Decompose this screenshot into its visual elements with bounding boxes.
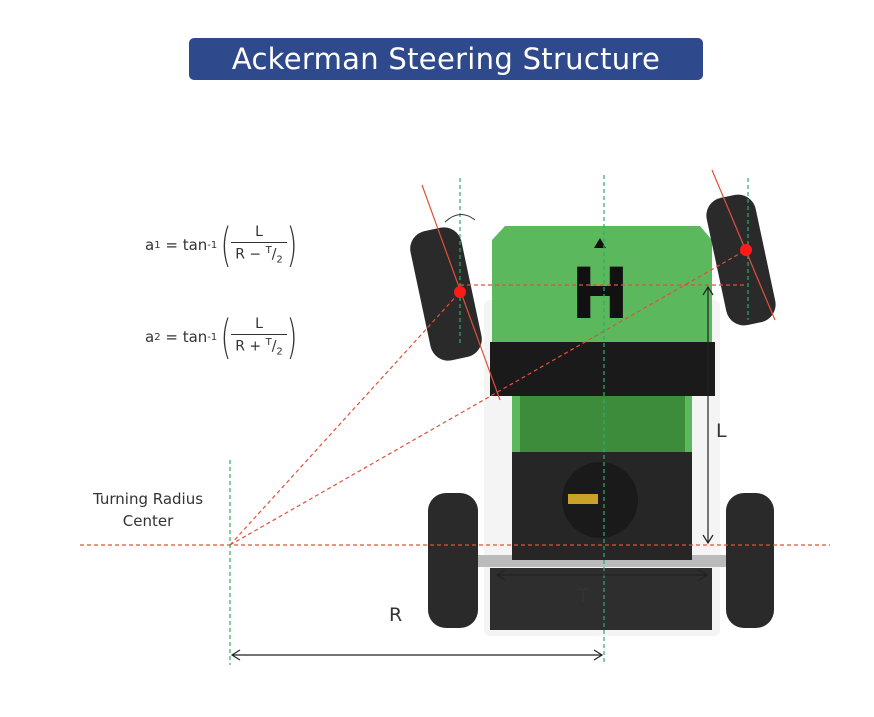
front-right-wheel (706, 194, 776, 326)
turning-center-line1: Turning Radius (92, 490, 204, 508)
diagram-title: Ackerman Steering Structure (189, 38, 703, 80)
direction-arrow-icon (594, 238, 606, 248)
inner-radius-line (229, 291, 461, 546)
strap-band (490, 342, 715, 396)
turning-center-line2: Center (122, 512, 174, 530)
rear-bumper (490, 568, 712, 630)
left-pivot (454, 286, 466, 298)
radius-label: R (389, 604, 403, 626)
motor (562, 462, 638, 538)
turning-center-label: Turning Radius Center (88, 488, 208, 532)
connector (568, 494, 598, 504)
chassis-frame (520, 395, 685, 455)
track-label: T (577, 585, 589, 607)
front-left-wheel (410, 227, 482, 361)
rear-right-wheel (726, 493, 774, 628)
wheelbase-label: L (716, 420, 727, 442)
plate-letter: H (571, 253, 630, 335)
rear-left-wheel (428, 493, 478, 628)
right-pivot (740, 244, 752, 256)
outer-radius-line (229, 249, 747, 546)
angle-arc (444, 214, 476, 223)
